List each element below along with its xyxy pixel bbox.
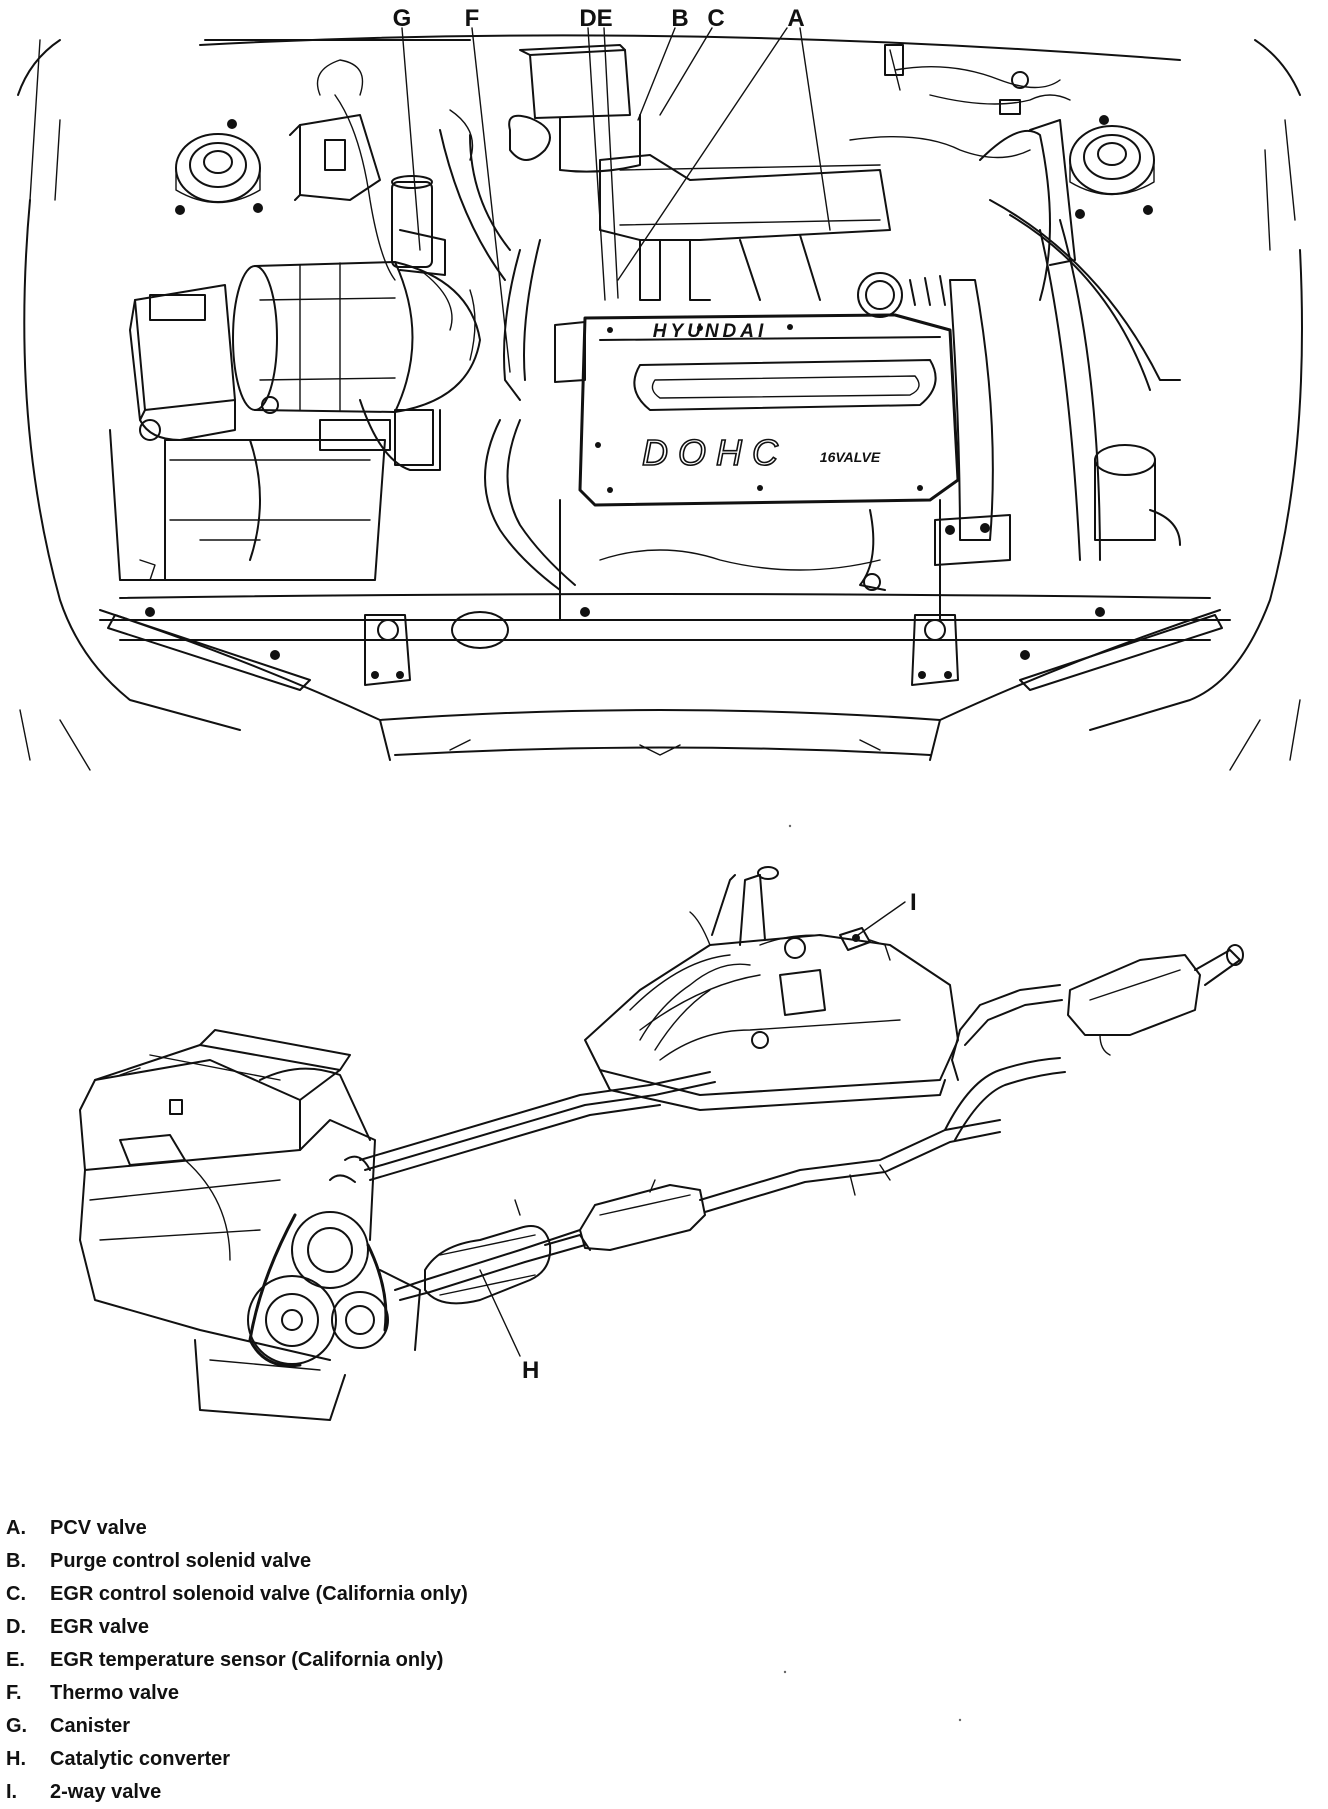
legend-key: G.	[6, 1715, 28, 1737]
legend-item-i: I. 2-way valve	[6, 1776, 766, 1809]
right-strut-tower	[1069, 115, 1155, 219]
legend-item-g: G. Canister	[6, 1710, 766, 1743]
legend-text: Purge control solenid valve	[50, 1550, 312, 1572]
legend-key: B.	[6, 1550, 26, 1572]
fuel-tank	[584, 934, 959, 1111]
legend-item-c: C. EGR control solenoid valve (Californi…	[6, 1578, 766, 1611]
legend-key: I.	[6, 1781, 18, 1803]
engine-valves-label: 16VALVE	[820, 449, 881, 465]
air-cleaner	[232, 261, 481, 471]
engine-model-label: DOHC	[642, 432, 788, 473]
main-muffler	[1067, 944, 1244, 1056]
legend-text: Canister	[50, 1715, 131, 1737]
legend: A. PCV valve B. Purge control solenid va…	[6, 1512, 766, 1809]
legend-text: 2-way valve	[50, 1781, 162, 1803]
callout-de: DE	[579, 5, 612, 32]
left-front-mount	[364, 614, 411, 686]
legend-key: H.	[6, 1748, 26, 1770]
legend-item-b: B. Purge control solenid valve	[6, 1545, 766, 1578]
legend-key: A.	[6, 1517, 26, 1539]
legend-text: EGR valve	[50, 1616, 149, 1638]
canister	[391, 175, 453, 331]
callout-f: F	[465, 5, 480, 32]
catalytic-converter	[424, 1225, 591, 1305]
legend-text: Catalytic converter	[50, 1748, 231, 1770]
underbody-illustration: I H	[79, 866, 1244, 1421]
engine-brand-label: HYUNDAI	[653, 321, 768, 342]
legend-key: C.	[6, 1583, 26, 1605]
legend-key: F.	[6, 1682, 22, 1704]
legend-item-h: H. Catalytic converter	[6, 1743, 766, 1776]
two-way-valve	[759, 927, 891, 961]
coolant-reservoir	[289, 59, 381, 201]
left-strut-tower	[175, 119, 263, 215]
legend-text: EGR temperature sensor (California only)	[50, 1649, 444, 1671]
legend-item-a: A. PCV valve	[6, 1512, 766, 1545]
battery	[129, 284, 279, 441]
engine-bay-illustration: HYUNDAI DOHC 16VALVE	[17, 5, 1303, 771]
legend-text: PCV valve	[50, 1517, 147, 1539]
front-muffler	[579, 1184, 706, 1251]
engine-block	[79, 1029, 421, 1421]
legend-key: D.	[6, 1616, 26, 1638]
legend-item-f: F. Thermo valve	[6, 1677, 766, 1710]
callout-g: G	[393, 5, 412, 32]
legend-key: E.	[6, 1649, 25, 1671]
callout-c: C	[707, 5, 724, 32]
callout-i: I	[910, 889, 917, 916]
callout-h: H	[522, 1357, 539, 1384]
legend-item-e: E. EGR temperature sensor (California on…	[6, 1644, 766, 1677]
callout-a: A	[787, 5, 804, 32]
leader-i	[857, 901, 906, 936]
leader-h	[479, 1269, 521, 1357]
legend-item-d: D. EGR valve	[6, 1611, 766, 1644]
right-front-mount	[911, 614, 959, 686]
engine-bay-leader-lines	[401, 27, 831, 373]
legend-text: Thermo valve	[50, 1682, 179, 1704]
cylinder-head-cover: HYUNDAI DOHC 16VALVE	[578, 272, 960, 507]
legend-text: EGR control solenoid valve (California o…	[50, 1583, 468, 1605]
callout-b: B	[671, 5, 688, 32]
